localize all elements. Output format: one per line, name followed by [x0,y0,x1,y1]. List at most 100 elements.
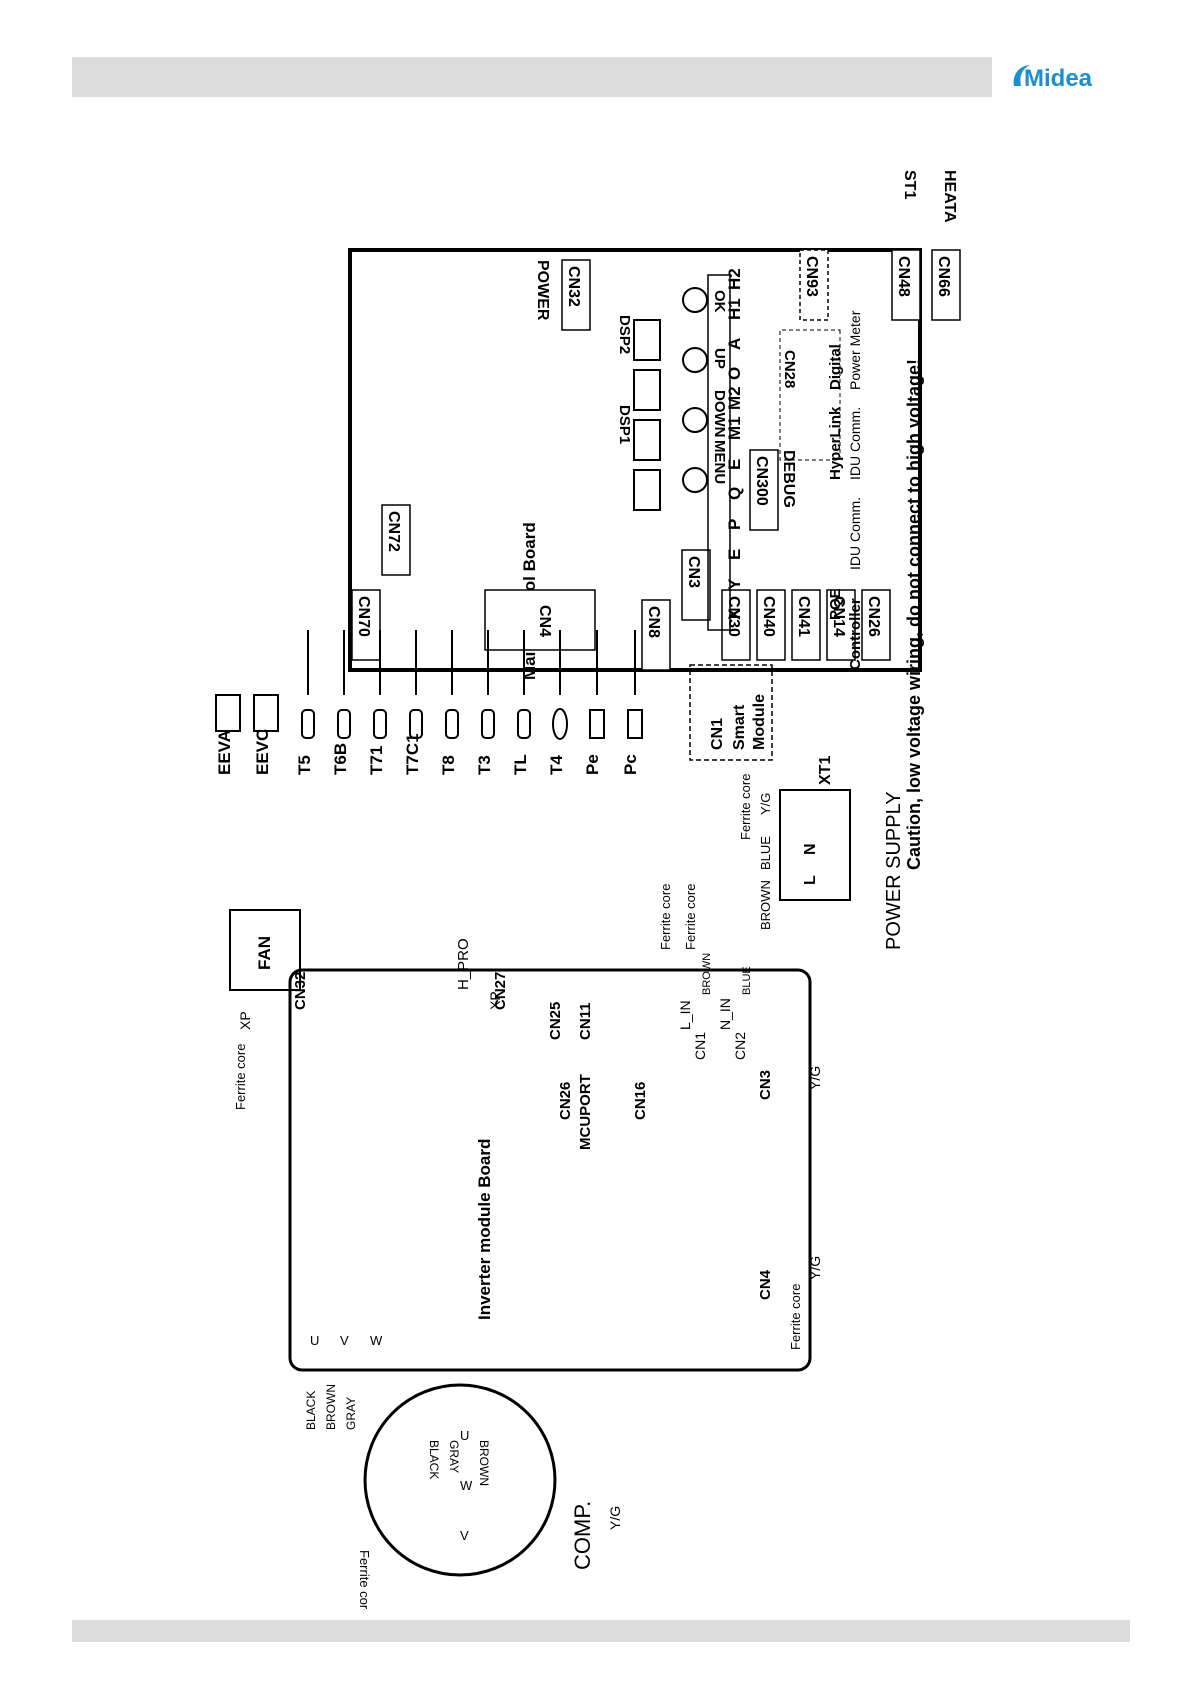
inverter-blue: BLUE [741,966,753,995]
cn40: CN40 [760,596,777,637]
xt1-label: XT1 [817,756,834,785]
sensor-t7c1: T7C1 [403,733,422,775]
comp-inner-brown: BROWN [477,1440,491,1486]
inverter-cn16: CN16 [632,1082,649,1120]
compressor-label: COMP. [570,1501,595,1570]
smart-line1: Smart [731,704,748,750]
h-pro-label: H_PRO [455,938,472,990]
terminal-x: X [725,608,744,620]
cn70: CN70 [355,596,372,637]
inverter-l-in: L_IN [677,1000,693,1030]
ok-button[interactable]: OK [682,287,728,313]
debug-label: DEBUG [780,450,797,508]
terminal-q: Q [725,487,744,500]
terminal-block [707,274,731,631]
group-controller: Controller [847,598,864,670]
display-dsp1: DSP1 [616,405,661,511]
svg-text:DOWN: DOWN [711,390,728,438]
t8-probe [445,709,459,739]
inverter-ferrite: Ferrite core [788,1284,803,1350]
terminal-y: Y [725,578,744,590]
h-pro-xp: XP [487,991,503,1010]
comp-inner-black: BLACK [427,1440,441,1479]
down-button[interactable]: DOWN [682,390,728,438]
comp-inner-gray: GRAY [447,1440,461,1473]
smart-cn1: CN1 [709,718,726,750]
sensor-pe: Pe [583,754,602,775]
smart-module-box [689,664,773,761]
group-digital: Digital [827,344,844,390]
inverter-yg-1: Y/G [807,1066,823,1090]
up-button[interactable]: UP [682,347,728,373]
comp-wire-brown: BROWN [324,1384,338,1430]
svg-text:DSP2: DSP2 [616,315,633,354]
midea-logo: Midea [1013,65,1093,92]
terminal-e2: E [725,459,744,470]
inverter-cn26: CN26 [557,1082,574,1120]
inverter-brown: BROWN [701,953,713,995]
cn32-main: CN32 [565,266,582,307]
fan-motor [229,909,301,991]
ps-terminal-n: N [802,843,819,855]
ps-blue: BLUE [758,836,773,870]
ferrite-mid-2: Ferrite core [683,884,698,950]
inverter-yg-2: Y/G [807,1256,823,1280]
terminal-h1: H1 [725,298,744,320]
inverter-module-board [288,968,812,1372]
wiring-diagram: Main Control Board CN32 POWER CN70 CN72 … [215,170,961,1610]
terminal-m2: M2 [725,386,744,410]
svg-text:UP: UP [711,348,728,369]
cn3-main: CN3 [685,556,702,588]
brand-text: Midea [1024,65,1093,92]
cn4-main: CN4 [536,605,553,637]
pe-sensor [589,709,605,739]
sensor-t71: T71 [367,746,386,775]
group-idu2: IDU Comm. [847,407,863,480]
t5-probe [301,709,315,739]
comp-yg: Y/G [607,1506,623,1530]
menu-button[interactable]: MENU [682,440,728,493]
eevc-coil [253,694,279,732]
terminal-p: P [725,519,744,530]
fan-label: FAN [255,936,274,970]
fan-ferrite: Ferrite core [233,1044,248,1110]
cn300: CN300 [753,456,770,506]
group-power-meter: Power Meter [847,310,863,390]
t3-probe [481,709,495,739]
inverter-cn2: CN2 [732,1032,748,1060]
smart-line2: Module [751,694,768,750]
power-supply-title: POWER SUPPLY [883,791,905,950]
terminal-m1: M1 [725,416,744,440]
sensor-tl: TL [511,754,530,775]
cn28: CN28 [781,350,798,388]
terminal-h2: H2 [725,268,744,290]
ferrite-mid-1: Ferrite core [658,884,673,950]
sensor-labels: EEVA EEVC T5 T6B T71 T7C1 T8 T3 TL T4 Pe… [215,729,640,775]
st1-label: ST1 [901,170,918,199]
sensor-t3: T3 [475,755,494,775]
group-hyperlink: HyperLink [827,406,844,480]
inverter-n-in: N_IN [717,998,733,1030]
svg-text:DSP1: DSP1 [616,405,633,444]
ps-ferrite: Ferrite core [738,774,753,840]
comp-ferrite: Ferrite core [357,1550,372,1610]
group-idu1: IDU Comm. [847,497,863,570]
sensor-pc: Pc [621,754,640,775]
cn41: CN41 [795,596,812,637]
sensor-eevc: EEVC [253,729,272,775]
heata-label: HEATA [941,170,958,223]
cn8: CN8 [645,606,662,638]
terminal-v: V [340,1333,349,1348]
sensor-t8: T8 [439,755,458,775]
terminal-e1: E [725,549,744,560]
cn66: CN66 [935,256,952,297]
sensor-eeva: EEVA [215,730,234,775]
cn14: CN14 [830,596,847,637]
cn72: CN72 [385,511,402,552]
svg-text:MENU: MENU [711,440,728,484]
header-bar [72,57,992,97]
inverter-cn25: CN25 [547,1002,564,1040]
inverter-cn3: CN3 [757,1070,774,1100]
footer-bar [72,1620,1130,1642]
display-dsp2: DSP2 [616,315,661,411]
